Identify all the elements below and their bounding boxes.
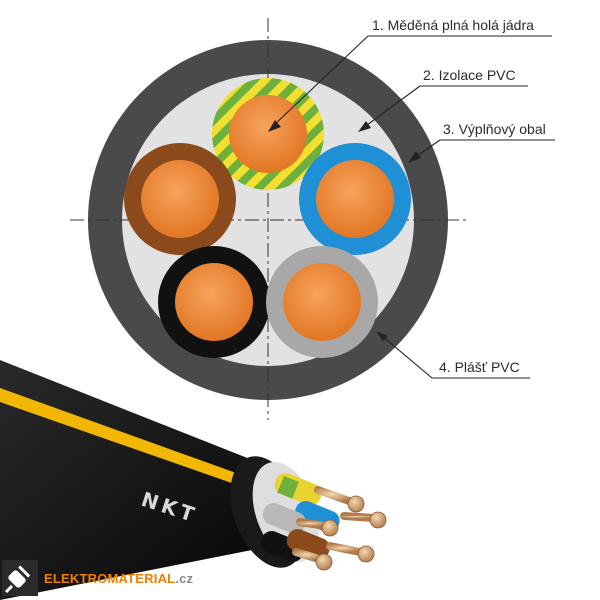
svg-text:ELEKTROMATERIAL.cz: ELEKTROMATERIAL.cz [44,571,194,586]
conductor-earth [212,78,324,190]
brand-name: ELEKTROMATERIAL [44,571,175,586]
label-pvc-insulation: 2. Izolace PVC [423,67,516,83]
conductor-blue [299,143,411,255]
callout-arrows [268,120,421,341]
brand-suffix: .cz [175,571,193,586]
cable-end-illustration: NKT [0,360,387,600]
brand-logo: ELEKTROMATERIAL.cz [2,560,194,596]
conductor-brown [124,143,236,255]
cable-cross-section [70,18,466,420]
yellow-stripe [0,388,250,488]
callouts [272,35,555,379]
conductor-grey [266,246,378,358]
copper-conductor-tips [292,486,387,571]
conductor-black [158,246,270,358]
label-copper-core: 1. Měděná plná holá jádra [372,17,534,33]
label-filler-sheath: 3. Výplňový obal [443,121,546,137]
label-pvc-jacket: 4. Plášť PVC [439,359,520,375]
